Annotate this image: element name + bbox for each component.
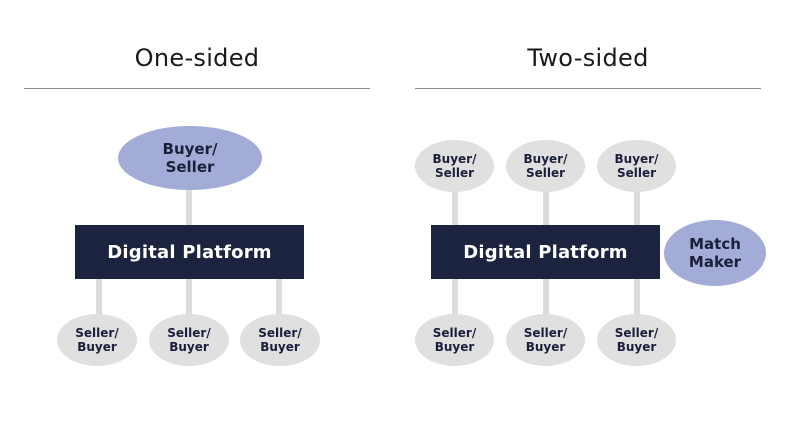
platform-label: Digital Platform (107, 241, 272, 263)
node-label: Seller/ Buyer (523, 325, 568, 354)
seller-buyer-node: Seller/ Buyer (240, 314, 320, 366)
connector (543, 188, 549, 226)
node-label: Match Maker (688, 235, 742, 271)
connector (452, 188, 458, 226)
connector (634, 188, 640, 226)
buyer-seller-node: Buyer/ Seller (118, 126, 262, 190)
one-sided-title: One-sided (134, 44, 260, 72)
node-label: Seller/ Buyer (258, 325, 302, 354)
buyer-seller-node: Buyer/ Seller (415, 140, 494, 192)
connector (96, 278, 102, 316)
seller-buyer-node: Seller/ Buyer (597, 314, 676, 366)
two-sided-divider (415, 88, 761, 89)
connector (543, 278, 549, 316)
node-label: Seller/ Buyer (75, 325, 119, 354)
buyer-seller-node: Buyer/ Seller (597, 140, 676, 192)
node-label: Seller/ Buyer (614, 325, 659, 354)
seller-buyer-node: Seller/ Buyer (415, 314, 494, 366)
connector (276, 278, 282, 316)
node-label: Buyer/ Seller (162, 140, 218, 176)
one-sided-divider (24, 88, 370, 89)
match-maker-node: Match Maker (664, 220, 766, 286)
buyer-seller-node: Buyer/ Seller (506, 140, 585, 192)
connector (186, 278, 192, 316)
node-label: Seller/ Buyer (432, 325, 477, 354)
two-sided-title: Two-sided (527, 44, 649, 72)
connector (186, 188, 192, 226)
node-label: Buyer/ Seller (614, 151, 659, 180)
connector (634, 278, 640, 316)
node-label: Buyer/ Seller (432, 151, 477, 180)
connector (452, 278, 458, 316)
seller-buyer-node: Seller/ Buyer (57, 314, 137, 366)
platform-label: Digital Platform (463, 241, 628, 263)
node-label: Buyer/ Seller (523, 151, 568, 180)
node-label: Seller/ Buyer (167, 325, 211, 354)
digital-platform-box: Digital Platform (75, 225, 304, 279)
seller-buyer-node: Seller/ Buyer (506, 314, 585, 366)
digital-platform-box: Digital Platform (431, 225, 660, 279)
seller-buyer-node: Seller/ Buyer (149, 314, 229, 366)
